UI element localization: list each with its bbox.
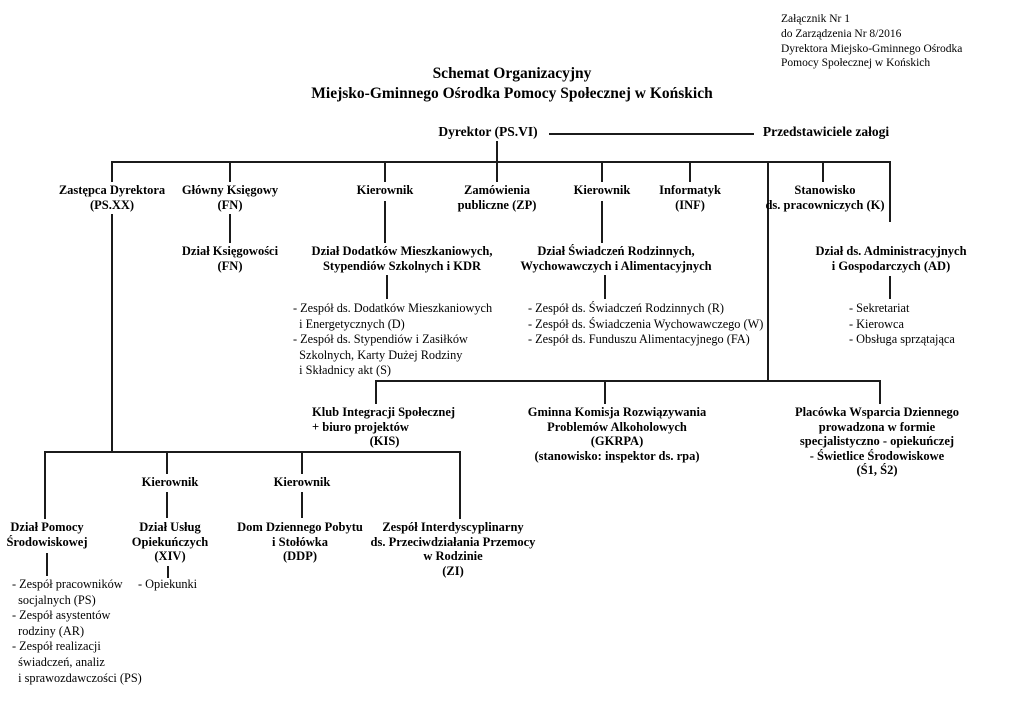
- connector-stub-zastepca: [111, 161, 113, 182]
- connector-stub-kierownik2: [601, 161, 603, 182]
- connector-stub-placowka: [879, 380, 881, 404]
- connector-stub-gkrpa: [604, 380, 606, 404]
- connector-bar-to-dzial-ad: [889, 161, 891, 222]
- connector-glowny-to-ksiegowosc: [229, 214, 231, 243]
- list-opiekunki: - Opiekunki: [138, 577, 198, 591]
- connector-stub-kierownik4: [301, 451, 303, 474]
- node-glowny-ksiegowy: Główny Księgowy(FN): [181, 183, 279, 212]
- list-zespoly-swiadczen: - Zespół ds. Świadczeń Rodzinnych (R)- Z…: [528, 301, 764, 347]
- node-dyrektor: Dyrektor (PS.VI): [438, 124, 538, 139]
- connector-kierownik4-down: [301, 492, 303, 518]
- connector-kierownik2-to-swiadczenia: [601, 201, 603, 243]
- connector-long-right-down: [767, 161, 769, 381]
- connector-dodatki-to-list: [386, 275, 388, 299]
- node-dzial-swiadczen: Dział Świadczeń Rodzinnych,Wychowawczych…: [520, 244, 712, 273]
- list-zespoly-administracyjne: - Sekretariat- Kierowca- Obsługa sprząta…: [849, 301, 955, 347]
- node-dzial-dodatkow: Dział Dodatków Mieszkaniowych,Stypendiów…: [311, 244, 493, 273]
- connector-kierownik1-to-dodatki: [384, 201, 386, 243]
- connector-stub-kierownik1: [384, 161, 386, 182]
- node-klub-integracji-spolecznej: Klub Integracji Społecznej+ biuro projek…: [312, 405, 456, 448]
- node-kierownik-3: Kierownik: [141, 475, 199, 489]
- connector-stub-kis: [375, 380, 377, 404]
- node-kierownik-4: Kierownik: [273, 475, 331, 489]
- node-dzial-ksiegowosci: Dział Księgowości(FN): [181, 244, 279, 273]
- list-zespoly-dodatkow: - Zespół ds. Dodatków Mieszkaniowych i E…: [293, 301, 493, 378]
- connector-swiadczenia-to-list: [604, 275, 606, 299]
- connector-kierownik3-down: [166, 492, 168, 518]
- connector-stub-zi: [459, 451, 461, 519]
- connector-stub-informatyk: [689, 161, 691, 182]
- node-kierownik-1: Kierownik: [356, 183, 414, 197]
- connector-ad-to-list: [889, 276, 891, 299]
- list-zespoly-pomocy: - Zespół pracowników socjalnych (PS)- Ze…: [12, 577, 142, 685]
- connector-stub-stanowisko: [822, 161, 824, 182]
- connector-mid-bar: [375, 380, 881, 382]
- connector-lower-bar: [44, 451, 461, 453]
- node-kierownik-2: Kierownik: [573, 183, 631, 197]
- connector-stub-kierownik3: [166, 451, 168, 474]
- connector-dyrektor-down: [496, 141, 498, 162]
- connector-dyrektor-przedstawiciele: [549, 133, 754, 135]
- node-informatyk: Informatyk(INF): [659, 183, 721, 212]
- connector-pomocy-to-list: [46, 553, 48, 576]
- connector-stub-zamowienia: [496, 161, 498, 182]
- connector-zastepca-long-down: [111, 214, 113, 451]
- node-przedstawiciele-zalogi: Przedstawiciele załogi: [762, 124, 890, 139]
- connector-stub-glowny-ksiegowy: [229, 161, 231, 182]
- node-zastepca-dyrektora: Zastępca Dyrektora(PS.XX): [58, 183, 166, 212]
- connector-main-bar: [111, 161, 891, 163]
- connector-uslugi-to-list: [167, 566, 169, 578]
- connector-stub-dzial-pomocy: [44, 451, 46, 519]
